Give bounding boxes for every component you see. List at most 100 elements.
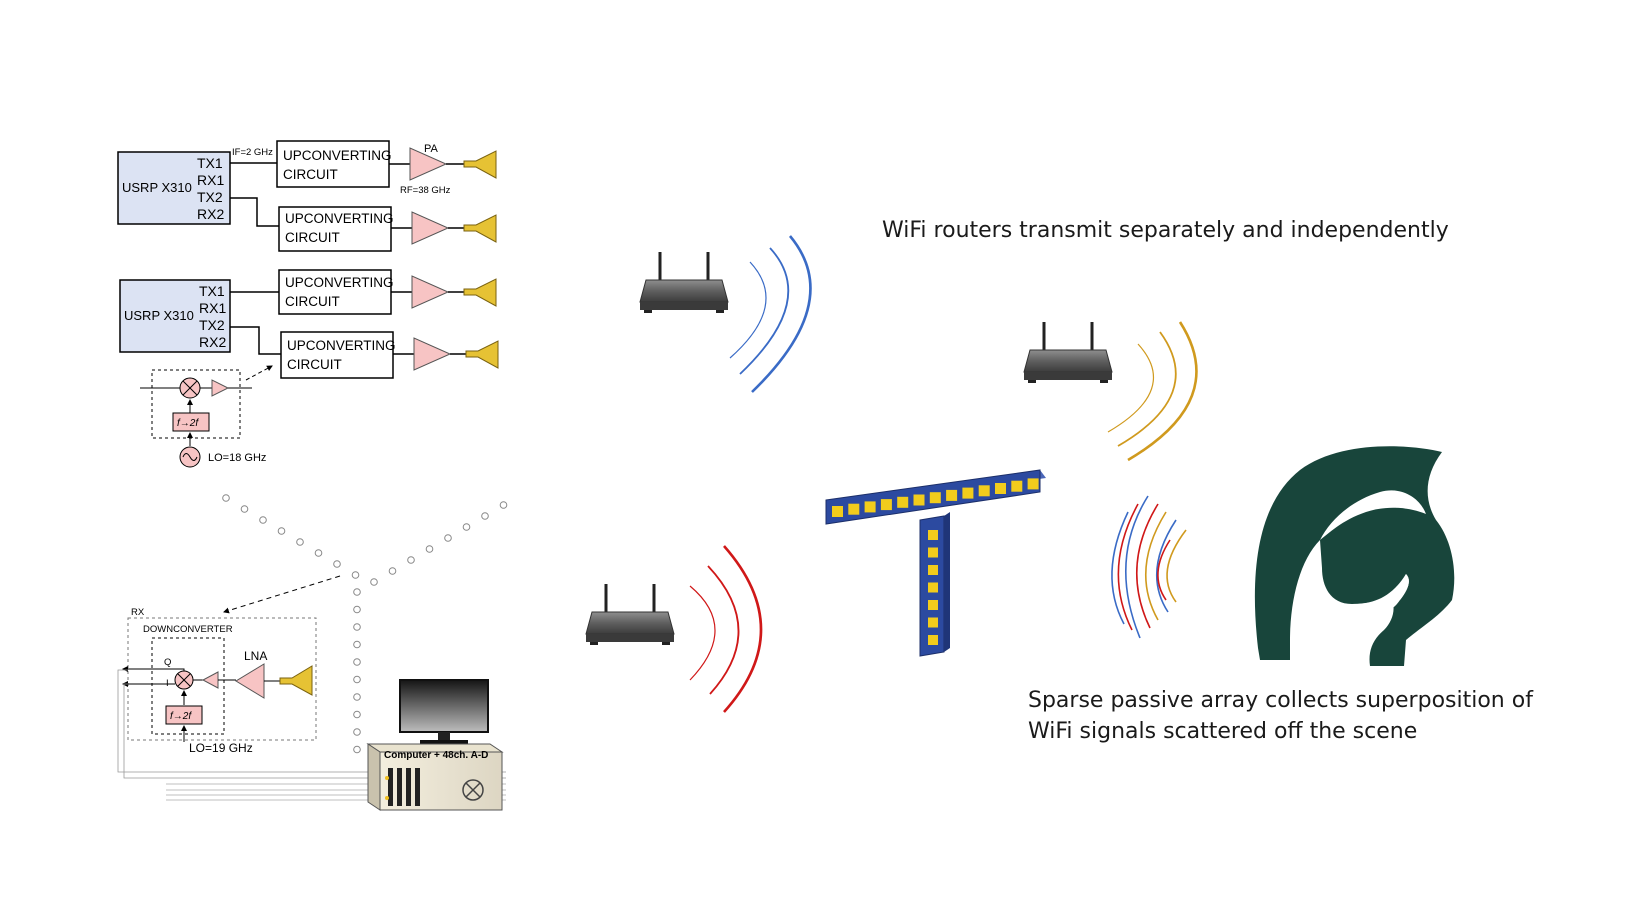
rx-pointer-arrow	[223, 575, 341, 614]
downconverter-enclosure	[151, 637, 225, 735]
array-elements	[832, 478, 1039, 645]
blue-waves	[729, 235, 812, 393]
pa-amplifier-icon	[409, 147, 448, 181]
array-element	[928, 635, 938, 645]
router-icon	[585, 584, 675, 645]
array-element	[928, 617, 938, 628]
horn-antenna-icon	[463, 150, 497, 179]
array-element	[962, 487, 974, 499]
upconv-label: CIRCUIT	[285, 230, 340, 245]
upconv-label: CIRCUIT	[285, 294, 340, 309]
array-dot	[370, 578, 378, 586]
pa-amplifier-icon	[413, 337, 452, 371]
array-element	[1011, 480, 1023, 492]
upconv-label: UPCONVERTING	[283, 148, 392, 163]
lo-label: LO=19 GHz	[189, 741, 253, 755]
upconv-label: CIRCUIT	[287, 357, 342, 372]
array-dot	[296, 538, 304, 546]
fan-icon	[462, 779, 484, 801]
if-label: IF=2 GHz	[232, 147, 273, 158]
array-dot	[499, 501, 508, 509]
routers-caption: WiFi routers transmit separately and ind…	[882, 218, 1449, 243]
doubler-label: f→2f	[177, 418, 199, 429]
array-dot	[353, 745, 361, 754]
frequency-doubler	[172, 412, 210, 432]
array-element	[928, 530, 938, 540]
array-element	[946, 489, 958, 501]
array-dot	[222, 494, 230, 502]
array-dot	[481, 512, 489, 520]
doubler-enclosure	[151, 369, 241, 439]
tx-chain-2: USRP X310 TX1 RX1 TX2 RX2 UPCONVERTING C…	[119, 269, 499, 379]
array-dot	[425, 545, 434, 553]
horn-antenna-icon	[279, 665, 313, 696]
array-element	[864, 501, 876, 513]
array-element	[928, 582, 938, 593]
usrp-box	[117, 151, 231, 225]
pa-amplifier-icon	[411, 275, 450, 309]
tx-chain-1: USRP X310 TX1 RX1 TX2 RX2 IF=2 GHz UPCON…	[117, 140, 497, 252]
pa-amplifier-icon	[411, 211, 450, 245]
upconv-label: CIRCUIT	[283, 167, 338, 182]
port-label: RX2	[197, 206, 224, 222]
computer-icon: Computer + 48ch. A-D	[366, 679, 504, 811]
array-dot	[353, 623, 361, 631]
array-dot	[353, 728, 361, 736]
router-icon	[1023, 322, 1113, 383]
lna-icon	[235, 663, 265, 699]
port-label: TX2	[199, 317, 225, 333]
tx-lo-doubler: f→2f LO=18 GHz	[140, 365, 273, 468]
usrp-label: USRP X310	[122, 180, 192, 195]
array-element	[928, 565, 938, 575]
upconv-label: UPCONVERTING	[287, 338, 396, 353]
array-element	[913, 494, 925, 506]
doubler-label: f→2f	[170, 711, 192, 722]
horn-antenna-icon	[463, 214, 497, 243]
array-element	[897, 496, 909, 508]
rx-label: RX	[131, 607, 145, 618]
array-dot	[462, 523, 471, 531]
array-caption-line2: WiFi signals scattered off the scene	[1028, 719, 1417, 744]
router-icon	[639, 252, 729, 313]
upconv-label: UPCONVERTING	[285, 275, 394, 290]
array-dot	[353, 710, 361, 719]
array-dot	[388, 567, 397, 575]
upconv-label: UPCONVERTING	[285, 211, 394, 226]
gold-waves	[1107, 321, 1198, 462]
array-element	[929, 492, 941, 504]
port-label: TX2	[197, 189, 223, 205]
array-dot	[353, 605, 361, 614]
horn-antenna-icon	[463, 278, 497, 307]
array-dot	[353, 658, 361, 666]
array-caption-line1: Sparse passive array collects superposit…	[1028, 688, 1534, 713]
downconverter-label: DOWNCONVERTER	[143, 624, 233, 635]
array-dot	[353, 588, 361, 596]
array-dot	[353, 640, 361, 649]
array-dot	[277, 527, 286, 535]
array-element	[880, 499, 892, 511]
upconverting-circuit	[280, 331, 394, 379]
lo-label: LO=18 GHz	[208, 452, 266, 464]
rf-label: RF=38 GHz	[400, 185, 451, 196]
array-element	[995, 483, 1006, 494]
array-dot	[444, 534, 452, 542]
array-element	[928, 600, 938, 610]
port-label: TX1	[197, 155, 223, 171]
pa-label: PA	[424, 143, 439, 155]
array-element	[1027, 478, 1039, 490]
port-label: RX2	[199, 334, 226, 350]
helmet-shape	[1254, 446, 1455, 666]
array-dot	[240, 505, 249, 513]
amplifier-icon	[201, 671, 219, 689]
lna-label: LNA	[244, 649, 267, 663]
array-dot	[351, 571, 360, 579]
upconverting-circuit	[278, 206, 392, 252]
rx-chain: RX DOWNCONVERTER Q I LNA f→2f LO=19 GHz	[117, 607, 506, 801]
rx-enclosure	[127, 617, 317, 741]
frequency-doubler	[165, 705, 203, 725]
scattered-waves	[1111, 495, 1187, 639]
array-element	[832, 506, 843, 517]
array-dot	[259, 516, 267, 524]
spartan-helmet-logo	[1254, 446, 1455, 666]
